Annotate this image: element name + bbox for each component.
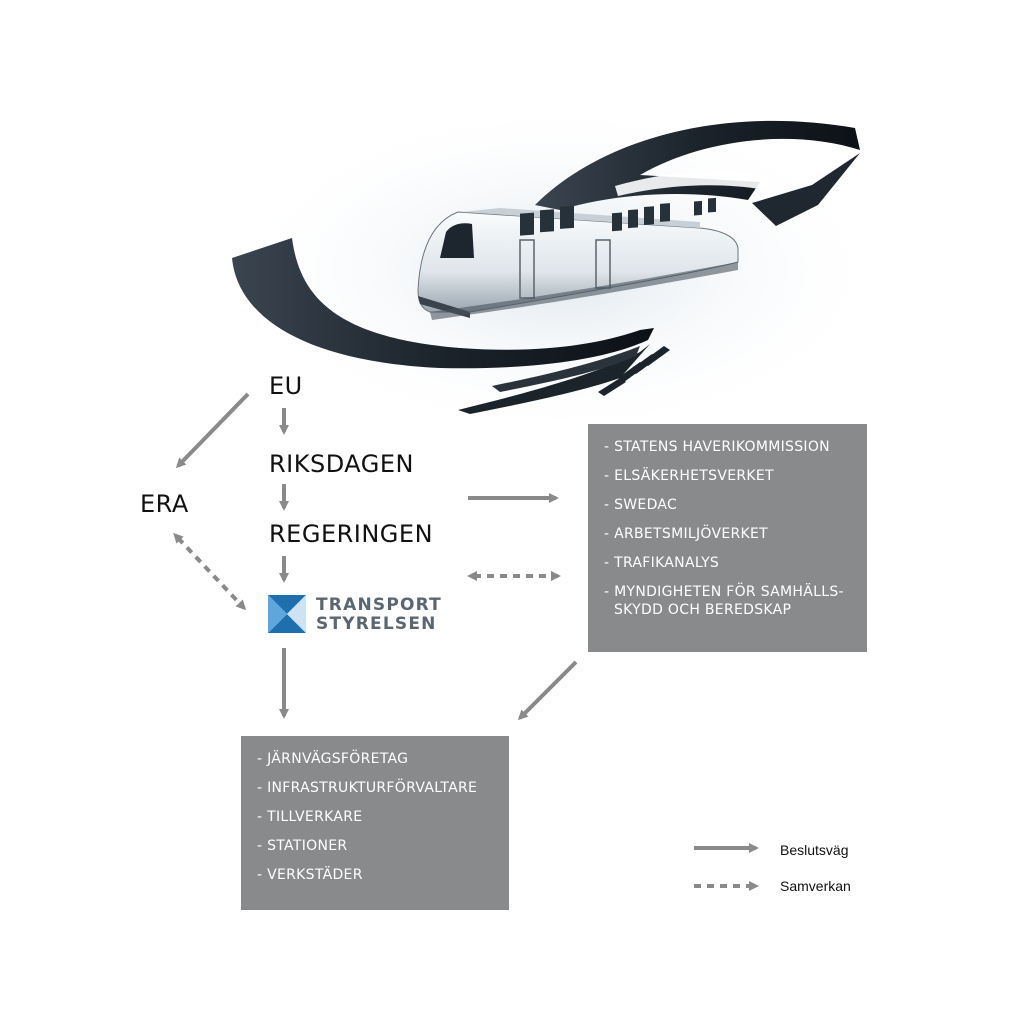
arrow-dashed-era-transportstyrelsen	[173, 532, 247, 611]
list-item: - SWEDAC	[604, 497, 678, 513]
node-regeringen: REGERINGEN	[269, 520, 434, 548]
node-eu: EU	[269, 372, 303, 400]
transportstyrelsen-logo	[268, 595, 306, 633]
arrow-eu-era	[175, 392, 250, 469]
upper-arrowhead	[752, 153, 860, 226]
arrow-authorities-industry	[517, 660, 578, 721]
list-item: - ELSÄKERHETSVERKET	[604, 468, 774, 484]
logo-mark-icon	[268, 595, 306, 633]
list-item: - INFRASTRUKTURFÖRVALTARE	[257, 780, 478, 796]
legend-dashed-label: Samverkan	[780, 878, 851, 894]
list-item: - VERKSTÄDER	[257, 867, 363, 883]
list-item: SKYDD OCH BEREDSKAP	[614, 602, 792, 618]
lower-swoosh-stripes	[598, 346, 670, 396]
list-item: - MYNDIGHETEN FÖR SAMHÄLLS-	[604, 584, 844, 600]
lower-swoosh-tail-2	[492, 346, 640, 392]
industry-box: - JÄRNVÄGSFÖRETAG - INFRASTRUKTURFÖRVALT…	[241, 736, 509, 910]
node-riksdagen: RIKSDAGEN	[269, 450, 414, 478]
logo-line-2: STYRELSEN	[316, 614, 437, 634]
lower-swoosh	[232, 238, 654, 369]
train	[417, 197, 739, 320]
node-era: ERA	[140, 490, 189, 518]
logo-text: TRANSPORT STYRELSEN	[316, 596, 442, 634]
list-item: - TRAFIKANALYS	[604, 555, 720, 571]
list-item: - ARBETSMILJÖVERKET	[604, 526, 769, 542]
lower-swoosh-tail	[458, 344, 650, 414]
list-item: - STATIONER	[257, 838, 348, 854]
list-item: - TILLVERKARE	[257, 809, 363, 825]
legend-solid-label: Beslutsväg	[780, 842, 849, 858]
authorities-box: - STATENS HAVERIKOMMISSION - ELSÄKERHETS…	[588, 424, 867, 652]
upper-swoosh-stripe	[615, 171, 770, 196]
logo-line-1: TRANSPORT	[316, 595, 442, 615]
list-item: - STATENS HAVERIKOMMISSION	[604, 439, 830, 455]
list-item: - JÄRNVÄGSFÖRETAG	[257, 751, 409, 767]
